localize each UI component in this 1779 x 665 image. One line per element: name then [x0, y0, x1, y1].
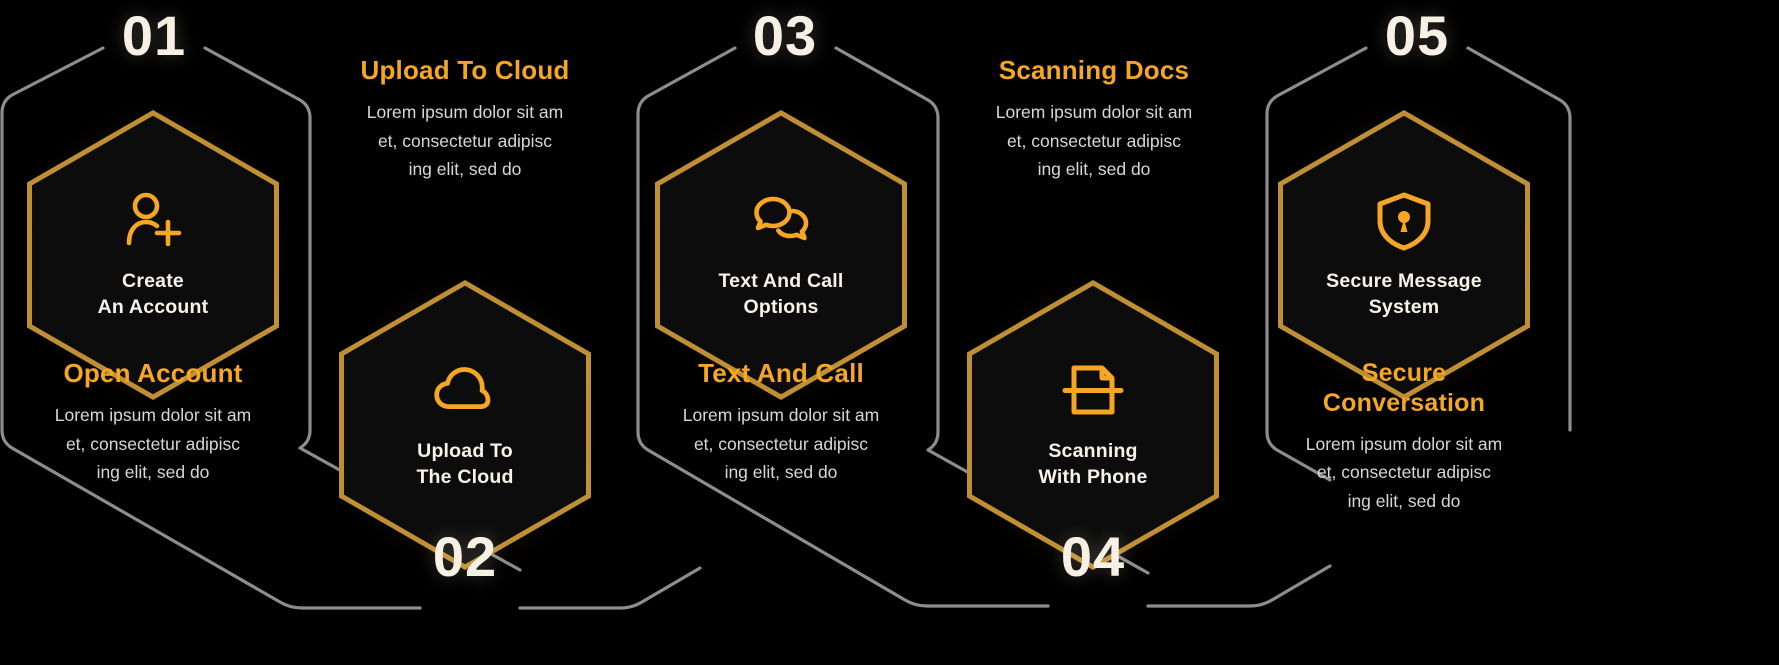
step-caption-04: Scanning Docs Lorem ipsum dolor sit am e… — [944, 55, 1244, 183]
caption-body: Lorem ipsum dolor sit am et, consectetur… — [54, 405, 252, 482]
hex-label: Text And Call Options — [718, 270, 844, 318]
hex-label: Scanning With Phone — [1038, 440, 1148, 488]
chat-bubbles-icon — [754, 196, 809, 241]
cloud-upload-icon — [434, 367, 491, 410]
caption-body: Lorem ipsum dolor sit am et, consectetur… — [682, 405, 880, 482]
hex-label: Create An Account — [97, 270, 209, 318]
hex-label: Secure Message System — [1326, 270, 1482, 318]
step-caption-03: Text And Call Lorem ipsum dolor sit am e… — [631, 358, 931, 486]
step-hexagon-02[interactable]: Upload To The Cloud — [339, 280, 591, 570]
hex-content: Scanning With Phone — [967, 280, 1219, 570]
step-hexagon-05[interactable]: Secure Message System — [1278, 110, 1530, 400]
caption-body: Lorem ipsum dolor sit am et, consectetur… — [366, 102, 564, 179]
add-user-icon — [126, 192, 182, 247]
caption-title: Open Account — [63, 358, 243, 388]
step-hexagon-03[interactable]: Text And Call Options — [655, 110, 907, 400]
caption-title: Scanning Docs — [998, 55, 1190, 85]
hex-content: Secure Message System — [1278, 110, 1530, 400]
step-hexagon-01[interactable]: Create An Account — [27, 110, 279, 400]
document-scan-icon — [1062, 365, 1124, 415]
caption-body: Lorem ipsum dolor sit am et, consectetur… — [1305, 434, 1503, 511]
step-number-03: 03 — [752, 4, 818, 67]
caption-title: Secure Conversation — [1322, 359, 1486, 417]
step-caption-05: Secure Conversation Lorem ipsum dolor si… — [1254, 358, 1554, 515]
shield-lock-icon — [1377, 192, 1431, 251]
step-caption-01: Open Account Lorem ipsum dolor sit am et… — [3, 358, 303, 486]
step-number-05: 05 — [1384, 4, 1450, 67]
hex-content: Text And Call Options — [655, 110, 907, 400]
step-number-02: 02 — [432, 525, 498, 588]
hex-label: Upload To The Cloud — [416, 440, 514, 488]
step-hexagon-04[interactable]: Scanning With Phone — [967, 280, 1219, 570]
step-number-04: 04 — [1060, 525, 1126, 588]
step-number-01: 01 — [121, 4, 187, 67]
caption-title: Text And Call — [698, 358, 864, 388]
step-caption-02: Upload To Cloud Lorem ipsum dolor sit am… — [315, 55, 615, 183]
hex-inner — [1283, 115, 1525, 395]
caption-title: Upload To Cloud — [360, 55, 570, 85]
hex-content: Create An Account — [27, 110, 279, 400]
caption-body: Lorem ipsum dolor sit am et, consectetur… — [995, 102, 1193, 179]
hex-content: Upload To The Cloud — [339, 280, 591, 570]
